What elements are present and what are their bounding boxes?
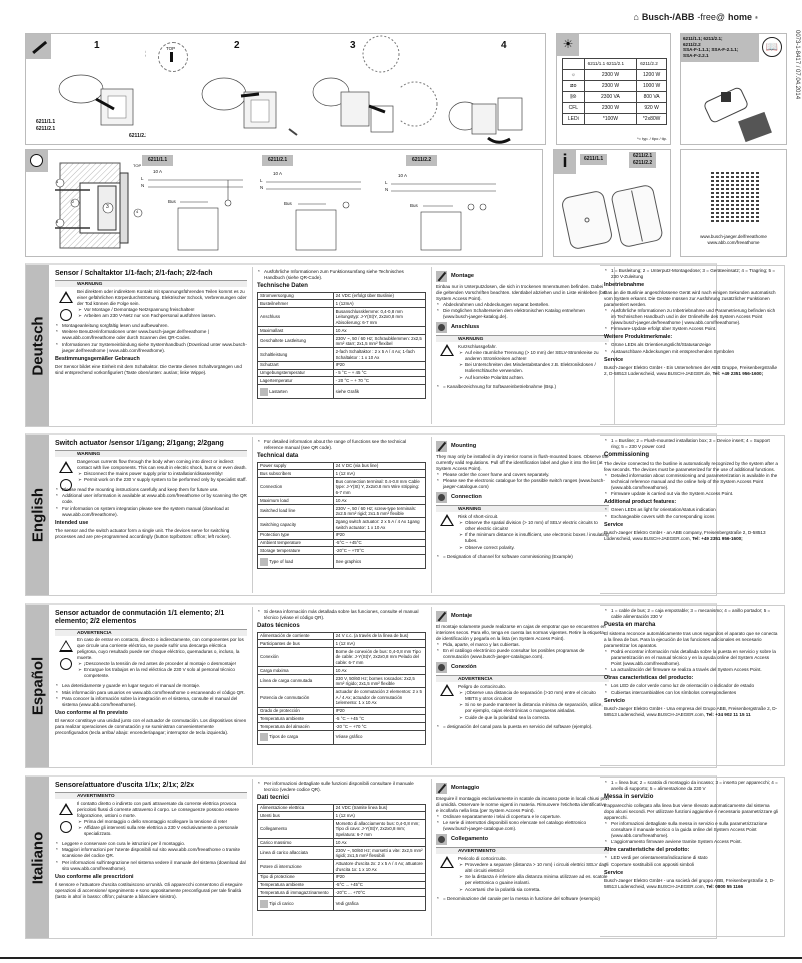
language-tab: English	[26, 435, 49, 595]
covers-info-panel: i 6211/1.1 6211/2.1 6211/2.2	[553, 149, 671, 257]
warning-box: ADVERTENCIA En caso de entrar en contact…	[55, 628, 247, 681]
load-type-icon	[260, 557, 268, 566]
step-1-illustration	[58, 49, 146, 126]
install-step-2: 2	[189, 33, 304, 145]
section-title: Sensore/attuatore d'uscita 1/1x; 2/1x; 2…	[55, 782, 195, 789]
cover-plates-illustration	[562, 185, 663, 249]
install-step-4: 4	[400, 33, 546, 145]
section-title: Sensor / Schaltaktor 1/1-fach; 2/1-fach;…	[55, 270, 213, 277]
warning-triangle-icon	[59, 803, 73, 816]
load-type-icon	[260, 899, 268, 908]
mounting-icon	[436, 783, 447, 794]
diagram-model-6211-1-1: 6211/1.1	[142, 155, 174, 166]
section-english: English Switch actuator /sensor 1/1gang;…	[25, 433, 717, 596]
connection-warning-box: WARNUNG Kurzschlussgefahr. Auf eine räum…	[436, 335, 609, 383]
warning-triangle-icon	[440, 344, 454, 357]
wiring-diagram-1	[148, 179, 243, 251]
connection-warning-box: ADVERTENCIA Peligro de cortocircuito. ¡O…	[436, 675, 609, 723]
section-italiano-col4: 1 = linea bus; 2 = scatola di montaggio …	[600, 777, 785, 937]
connection-warning-box: AVVERTIMENTO Pericolo di cortocircuito. …	[436, 847, 609, 895]
wiring-diagram-2	[266, 181, 361, 251]
light-bulb-icon: ☀	[557, 34, 579, 56]
diagram-model-6211-2-2: 6211/2.2	[406, 155, 438, 166]
section-title: Sensor actuador de conmutación 1/1 eleme…	[55, 610, 225, 626]
model-app-panel: 6211/1.1; 6211/2.1; 6211/2.2 SSA-F-1.1.1…	[680, 33, 787, 145]
language-tab: Español	[26, 605, 49, 767]
language-tab: Deutsch	[26, 265, 49, 426]
warning-triangle-icon	[59, 291, 73, 304]
connection-icon	[436, 322, 447, 334]
smartphone-scan-illustration	[704, 87, 772, 143]
wiring-panel: 1 2 3 4 5 TOP 6211/1.1 10 A L N Bus 6211…	[25, 149, 543, 257]
qr-panel: www.busch-jaeger.de/freeathome www.abb.c…	[680, 149, 787, 257]
info-icon: i	[554, 150, 576, 174]
qualified-person-icon	[60, 821, 72, 834]
document-code: 0073-1-8417 / 07.04.2014	[794, 30, 800, 100]
section-title: Switch actuator /sensor 1/1gang; 2/1gang…	[55, 440, 224, 447]
load-type-icon	[260, 387, 268, 396]
diagram-model-6211-2-1: 6211/2.1	[262, 155, 294, 166]
install-step-3: 3	[303, 33, 408, 145]
mounting-icon	[436, 271, 447, 282]
wiring-diagram-3	[391, 183, 496, 251]
section-deutsch: Deutsch Sensor / Schaltaktor 1/1-fach; 2…	[25, 263, 717, 427]
connection-plug-icon	[26, 150, 48, 172]
connection-warning-box: WARNING Risk of short-circuit. Observe t…	[436, 505, 609, 553]
connection-icon	[436, 662, 447, 674]
section-espanol-col4: 1 = cable de bus; 2 = caja empotrable; 3…	[600, 605, 785, 766]
wall-section-diagram	[55, 162, 143, 249]
home-icon: ⌂	[633, 12, 639, 22]
warning-triangle-icon	[440, 856, 454, 869]
step-3-illustration	[312, 35, 400, 133]
connection-icon	[436, 834, 447, 846]
arrow-up-icon	[170, 52, 173, 62]
screwdriver-icon	[26, 34, 51, 59]
qualified-person-icon	[60, 309, 72, 322]
qr-code[interactable]	[711, 172, 761, 222]
step-2-illustration	[201, 77, 298, 136]
install-step-1: 1 6211/1.1 6211/2.1 6211/2.2	[25, 33, 148, 145]
warning-triangle-icon	[59, 461, 73, 474]
warning-box: AVVERTIMENTO Il contatto diretto o indir…	[55, 792, 247, 839]
connection-icon	[436, 492, 447, 504]
bottom-rule	[0, 957, 802, 959]
load-type-icon	[260, 733, 268, 742]
mounting-icon	[436, 441, 447, 452]
qr-url-busch[interactable]: www.busch-jaeger.de/freeathome	[700, 234, 767, 239]
warning-box: WARNUNG Bei direktem oder indirektem Kon…	[55, 280, 247, 322]
section-deutsch-col4: 1 = Busleitung; 2 = Unterputz-Montagedos…	[600, 265, 785, 425]
section-english-col4: 1 = Busline; 2 = Flush-mounted installat…	[600, 435, 785, 594]
language-tab: Italiano	[26, 777, 49, 938]
qr-url-abb[interactable]: www.abb.com/freeathome	[707, 239, 760, 245]
electronic-transformer-icon: ⫼⊗	[562, 91, 585, 103]
section-italiano: Italiano Sensore/attuatore d'uscita 1/1x…	[25, 775, 717, 939]
section-espanol: Español Sensor actuador de conmutación 1…	[25, 603, 717, 768]
mounting-icon	[436, 611, 447, 622]
incandescent-icon: ☼	[562, 69, 585, 81]
warning-triangle-icon	[59, 639, 73, 652]
halogen-transformer-icon: ⧄⊗	[562, 80, 585, 92]
step-4-illustration	[400, 81, 523, 144]
warning-triangle-icon	[440, 684, 454, 697]
warning-triangle-icon	[440, 514, 454, 527]
read-manual-icon: 📖	[762, 37, 782, 57]
step-1-top-detail: TOP	[146, 33, 190, 145]
brand-logo: ⌂ Busch-/ABB-free@home®	[633, 12, 758, 22]
qualified-person-icon	[60, 657, 72, 670]
warning-box: WARNING Dangerous currents flow through …	[55, 450, 247, 492]
